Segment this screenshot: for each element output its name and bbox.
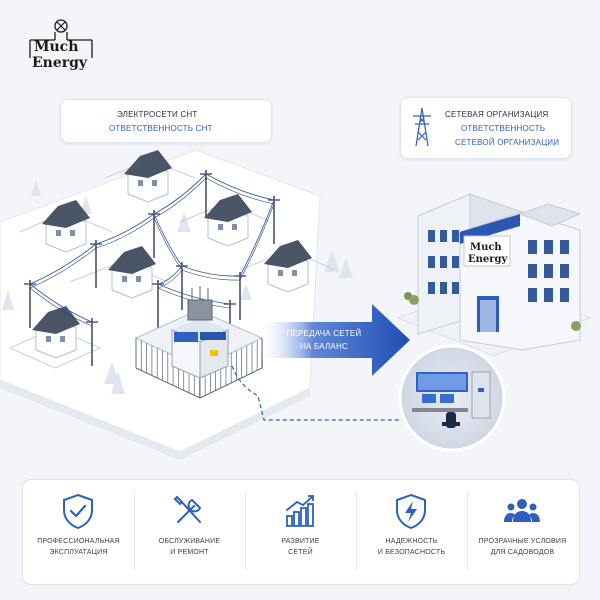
feature-maintenance: ОБСЛУЖИВАНИЕ И РЕМОНТ: [134, 480, 245, 584]
tools-icon: [173, 495, 202, 523]
house: [108, 246, 156, 299]
feature-1-line1: ПРОФЕССИОНАЛЬНАЯ: [37, 538, 120, 545]
transfer-arrow-label: ПЕРЕДАЧА СЕТЕЙ НА БАЛАНС: [276, 327, 372, 353]
people-icon: [504, 499, 540, 522]
feature-transparent-terms: ПРОЗРАЧНЫЕ УСЛОВИЯ ДЛЯ САДОВОДОВ: [467, 480, 578, 584]
snt-card-title: ЭЛЕКТРОСЕТИ СНТ: [117, 110, 198, 119]
arrow-label-line1: ПЕРЕДАЧА СЕТЕЙ: [286, 329, 362, 338]
shield-check-icon: [63, 493, 93, 530]
growth-chart-icon: [286, 495, 314, 527]
grid-card-subtitle-line2: СЕТЕВОЙ ОРГАНИЗАЦИИ: [455, 138, 560, 147]
logo-frame: [29, 19, 93, 58]
feature-divider: [467, 492, 468, 570]
house: [32, 306, 80, 359]
control-room-circle: [398, 344, 506, 452]
grid-card-title: СЕТЕВАЯ ОРГАНИЗАЦИЯ: [445, 110, 549, 119]
building-sign-line2: Energy: [468, 254, 509, 265]
much-energy-logo: Much Energy: [22, 18, 100, 76]
feature-divider: [134, 492, 135, 570]
houses: [32, 150, 312, 359]
grid-card-subtitle-line1: ОТВЕТСТВЕННОСТЬ: [461, 124, 546, 133]
feature-reliability-safety: НАДЕЖНОСТЬ И БЕЗОПАСНОСТЬ: [356, 480, 467, 584]
feature-divider: [356, 492, 357, 570]
logo-text-line1: Much: [34, 39, 79, 55]
feature-2-line2: И РЕМОНТ: [170, 549, 209, 556]
feature-3-line2: СЕТЕЙ: [288, 549, 313, 556]
feature-professional-operation: ПРОФЕССИОНАЛЬНАЯ ЭКСПЛУАТАЦИЯ: [23, 480, 134, 584]
feature-network-development: РАЗВИТИЕ СЕТЕЙ: [245, 480, 356, 584]
feature-5-line1: ПРОЗРАЧНЫЕ УСЛОВИЯ: [478, 538, 567, 545]
feature-2-line1: ОБСЛУЖИВАНИЕ: [158, 538, 221, 545]
snt-networks-card: ЭЛЕКТРОСЕТИ СНТ ОТВЕТСТВЕННОСТЬ СНТ: [60, 99, 272, 143]
feature-divider: [245, 492, 246, 570]
transfer-arrow: [262, 304, 410, 376]
building-sign-line1: Much: [470, 242, 502, 253]
arrow-label-line2: НА БАЛАНС: [300, 342, 348, 351]
power-tower-icon: [413, 107, 431, 147]
house: [42, 200, 90, 253]
house: [264, 240, 312, 293]
features-panel: ПРОФЕССИОНАЛЬНАЯ ЭКСПЛУАТАЦИЯ ОБСЛУЖИВАН…: [22, 479, 580, 585]
feature-4-line1: НАДЕЖНОСТЬ: [385, 538, 438, 545]
snt-card-subtitle: ОТВЕТСТВЕННОСТЬ СНТ: [109, 124, 213, 133]
shield-bolt-icon: [396, 493, 426, 530]
house: [124, 150, 172, 203]
feature-4-line2: И БЕЗОПАСНОСТЬ: [377, 549, 446, 556]
grid-organization-card: СЕТЕВАЯ ОРГАНИЗАЦИЯ ОТВЕТСТВЕННОСТЬ СЕТЕ…: [400, 97, 572, 159]
connection-dashed-line: [231, 365, 402, 421]
office-building: [396, 193, 592, 357]
house: [204, 194, 252, 247]
logo-text-line2: Energy: [32, 55, 88, 71]
feature-3-line1: РАЗВИТИЕ: [281, 538, 320, 545]
feature-5-line2: ДЛЯ САДОВОДОВ: [490, 549, 555, 556]
feature-1-line2: ЭКСПЛУАТАЦИЯ: [49, 549, 108, 556]
